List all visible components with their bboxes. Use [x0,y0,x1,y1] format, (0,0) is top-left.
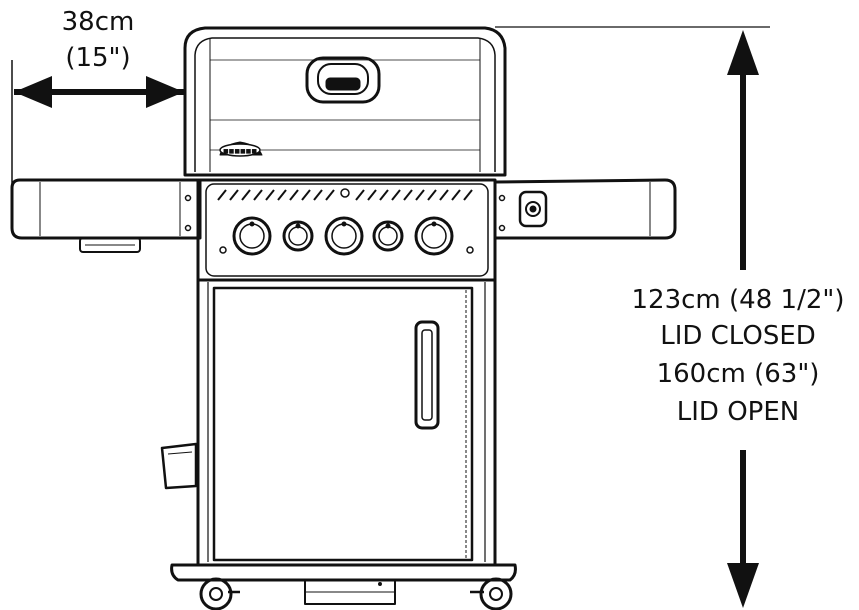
right-side-shelf [493,178,677,240]
width-metric-label: 38cm [62,7,135,37]
burner-knob-4 [372,220,404,252]
height-lid-open-value: 160cm (63") [657,359,820,389]
tank-hook-icon [160,442,198,490]
control-panel [196,178,497,282]
lid-thermometer-icon [305,56,381,104]
igniter-button-icon [518,190,548,228]
brand-logo-icon: ■■■■■■ [219,141,263,157]
side-shelf-width-dimension: 38cm (15") [11,7,184,188]
grill-base [170,563,517,610]
height-lid-closed-value: 123cm (48 1/2") [632,285,845,315]
width-imperial-label: (15") [65,43,130,73]
left-caster-wheel [199,577,240,610]
control-knobs [232,216,454,256]
vent-slots [217,189,473,201]
burner-knob-3 [324,216,364,256]
grill-illustration: ■■■■■■ [10,26,677,610]
grill-cart [160,280,497,567]
grill-height-dimension: 123cm (48 1/2") LID CLOSED 160cm (63") L… [495,26,845,608]
height-lid-closed-label: LID CLOSED [660,321,816,351]
right-caster-wheel [470,577,513,610]
svg-text:■■■■■■: ■■■■■■ [223,148,257,155]
left-side-shelf [10,178,202,253]
burner-knob-5 [414,216,454,256]
panel-badge-icon [340,188,350,198]
burner-knob-1 [232,216,272,256]
burner-knob-2 [282,220,314,252]
grill-lid: ■■■■■■ [183,26,507,177]
cabinet-door [212,286,474,562]
height-lid-open-label: LID OPEN [677,397,799,427]
door-handle-icon [414,320,440,430]
